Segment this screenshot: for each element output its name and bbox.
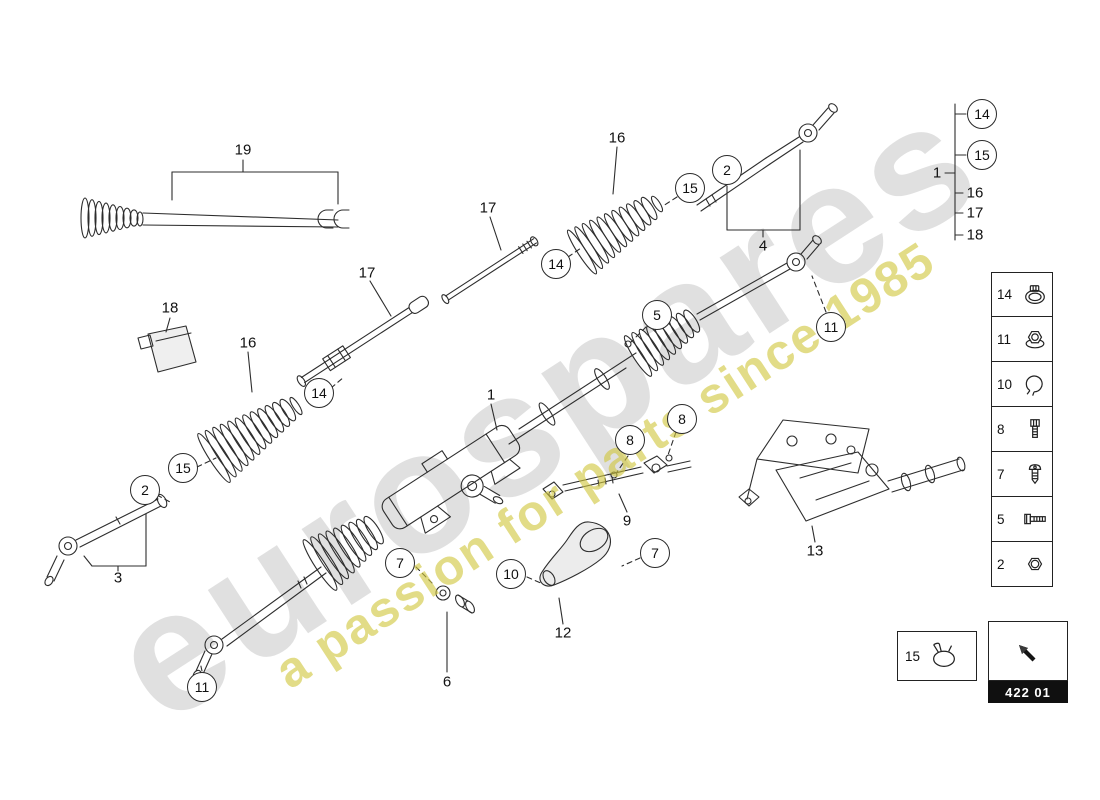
part-label-18: 18 bbox=[966, 226, 984, 244]
label-leader-lines bbox=[369, 216, 502, 317]
callout-circle-14[interactable]: 14 bbox=[967, 99, 997, 129]
hardware-legend-panel: 14 11 10 8 7 5 2 bbox=[991, 272, 1053, 587]
legend-item-number: 2 bbox=[997, 556, 1005, 572]
legend-item-number: 10 bbox=[997, 376, 1013, 392]
intermediate-shaft-9 bbox=[542, 454, 692, 513]
diagram-nav-box[interactable] bbox=[988, 621, 1068, 681]
tie-rod-3 bbox=[44, 493, 168, 587]
steering-column-13 bbox=[738, 419, 966, 543]
steering-boot-left-16 bbox=[197, 351, 303, 483]
steering-boot-top-16 bbox=[566, 146, 664, 275]
callout-circle-11[interactable]: 11 bbox=[816, 312, 846, 342]
part-label-3: 3 bbox=[113, 569, 123, 587]
legend-item-10[interactable]: 10 bbox=[991, 362, 1053, 407]
steering-rack-assembly-1 bbox=[192, 235, 822, 681]
part-label-6: 6 bbox=[442, 673, 452, 691]
callout-circle-5[interactable]: 5 bbox=[642, 300, 672, 330]
callout-circle-14[interactable]: 14 bbox=[304, 378, 334, 408]
callout-circle-2[interactable]: 2 bbox=[712, 155, 742, 185]
part-label-4: 4 bbox=[758, 237, 768, 255]
legend-item-7[interactable]: 7 bbox=[991, 452, 1053, 497]
inner-tie-rod-lower-17 bbox=[296, 295, 430, 387]
repair-kit-19 bbox=[80, 159, 350, 239]
legend-item-number: 11 bbox=[997, 331, 1012, 347]
legend-item-14[interactable]: 14 bbox=[991, 272, 1053, 317]
callout-circle-10[interactable]: 10 bbox=[496, 559, 526, 589]
callout-circle-15[interactable]: 15 bbox=[967, 140, 997, 170]
arrow-back-icon bbox=[1015, 638, 1041, 664]
part-label-1: 1 bbox=[932, 164, 942, 182]
flange-nut-icon bbox=[1022, 326, 1048, 352]
legend-item-15[interactable]: 15 bbox=[897, 631, 977, 681]
callout-leader-lines bbox=[156, 196, 827, 672]
callout-circle-7[interactable]: 7 bbox=[640, 538, 670, 568]
part-label-16: 16 bbox=[966, 184, 984, 202]
part-label-16: 16 bbox=[608, 129, 626, 147]
part-label-16: 16 bbox=[239, 334, 257, 352]
part-label-13: 13 bbox=[806, 542, 824, 560]
spring-clamp-icon bbox=[928, 641, 960, 671]
part-label-9: 9 bbox=[622, 512, 632, 530]
part-label-17: 17 bbox=[358, 264, 376, 282]
legend-item-number: 15 bbox=[905, 648, 921, 664]
callout-circle-7[interactable]: 7 bbox=[385, 548, 415, 578]
legend-item-number: 14 bbox=[997, 287, 1013, 302]
callout-circle-11[interactable]: 11 bbox=[187, 672, 217, 702]
hose-clamp-icon bbox=[1022, 371, 1048, 397]
band-clamp-icon bbox=[1022, 282, 1048, 308]
legend-item-5[interactable]: 5 bbox=[991, 497, 1053, 542]
heat-shield-12 bbox=[539, 521, 611, 625]
grease-tube-18 bbox=[137, 317, 197, 373]
diagram-code-badge: 422 01 bbox=[988, 681, 1068, 703]
callout-circle-8[interactable]: 8 bbox=[615, 425, 645, 455]
callout-circle-2[interactable]: 2 bbox=[130, 475, 160, 505]
part-label-17: 17 bbox=[966, 204, 984, 222]
screw-icon bbox=[1022, 461, 1048, 487]
part-label-18: 18 bbox=[161, 299, 179, 317]
legend-bracket bbox=[944, 103, 967, 241]
legend-item-11[interactable]: 11 bbox=[991, 317, 1053, 362]
legend-item-number: 8 bbox=[997, 421, 1005, 437]
callout-circle-14[interactable]: 14 bbox=[541, 249, 571, 279]
callout-circle-15[interactable]: 15 bbox=[675, 173, 705, 203]
socket-bolt-icon bbox=[1022, 416, 1048, 442]
inner-tie-rod-upper-17 bbox=[441, 236, 539, 305]
legend-item-number: 5 bbox=[997, 511, 1005, 527]
bushing-6 bbox=[435, 585, 475, 673]
part-label-19: 19 bbox=[234, 141, 252, 159]
legend-item-2[interactable]: 2 bbox=[991, 542, 1053, 587]
legend-item-8[interactable]: 8 bbox=[991, 407, 1053, 452]
callout-circle-8[interactable]: 8 bbox=[667, 404, 697, 434]
hex-nut-icon bbox=[1022, 551, 1048, 577]
callout-circle-15[interactable]: 15 bbox=[168, 453, 198, 483]
part-label-17: 17 bbox=[479, 199, 497, 217]
legend-item-number: 7 bbox=[997, 466, 1005, 482]
part-label-1: 1 bbox=[486, 386, 496, 404]
part-label-12: 12 bbox=[554, 624, 572, 642]
hex-bolt-icon bbox=[1022, 506, 1048, 532]
